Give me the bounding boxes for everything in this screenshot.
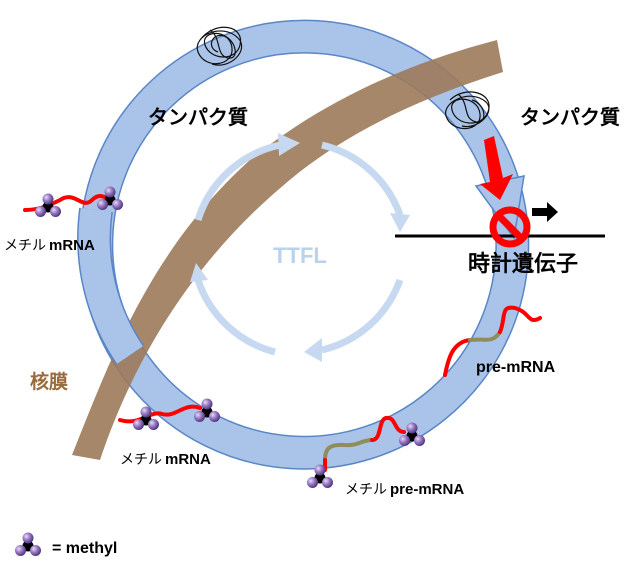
inner-ttfl-cycle xyxy=(190,133,410,362)
protein-label-right: タンパク質 xyxy=(520,105,620,129)
repression-block-icon xyxy=(489,206,531,248)
nuclear-membrane xyxy=(72,40,503,460)
pre-mrna-label: pre-mRNA xyxy=(476,359,556,376)
protein-scribble-top xyxy=(196,26,243,66)
ttfl-label: TTFL xyxy=(273,243,327,268)
legend-label: = methyl xyxy=(52,540,117,557)
protein-label-left: タンパク質 xyxy=(148,105,248,129)
transcription-arrow xyxy=(532,202,558,222)
repression-arrow xyxy=(480,136,513,200)
outer-cycle-front xyxy=(77,207,145,365)
nuclear-membrane-label: 核膜 xyxy=(30,370,68,393)
protein-scribble-right xyxy=(445,91,490,130)
clock-gene-label: 時計遺伝子 xyxy=(468,251,578,277)
